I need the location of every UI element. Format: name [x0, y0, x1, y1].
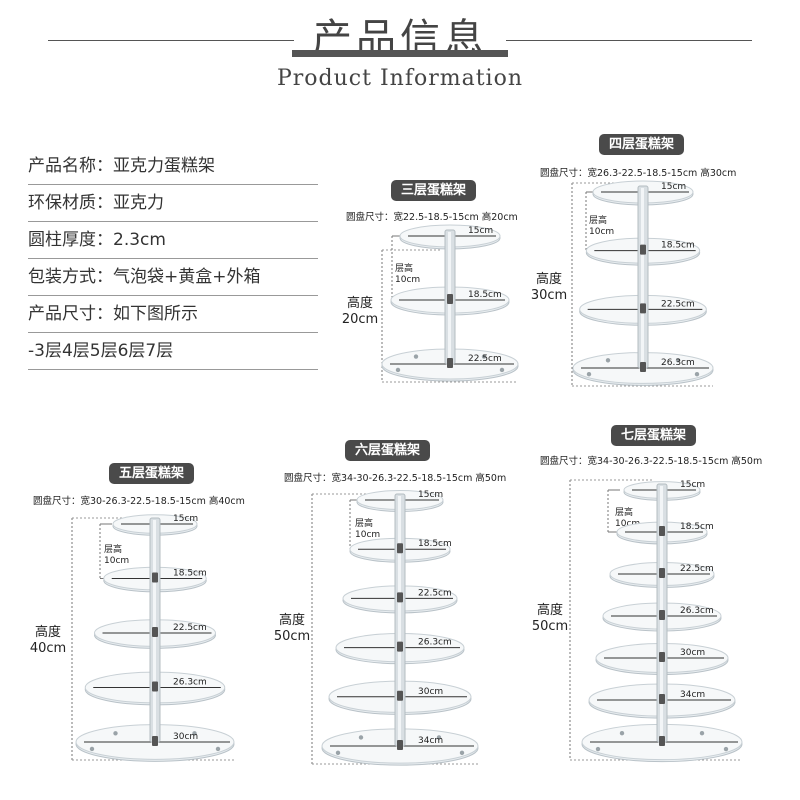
acrylic-column: [444, 229, 456, 368]
tier-size-label: 26.3cm: [418, 638, 452, 648]
height-label-word: 高度: [536, 603, 563, 618]
height-label-value: 50cm: [273, 629, 311, 644]
spec-tier-options: -3层4层5层6层7层: [28, 333, 318, 370]
layer-height-value: 10cm: [395, 275, 421, 285]
stand-7-tier-dims: 圆盘尺寸：宽34-30-26.3-22.5-18.5-15cm 高50m: [540, 456, 763, 467]
header-rule-right: [506, 40, 752, 41]
tier-size-label: 26.3cm: [661, 358, 695, 368]
height-label-value: 20cm: [341, 312, 379, 327]
layer-height-value: 10cm: [589, 227, 615, 237]
stand-3-tier-height-label: 高度 20cm: [340, 296, 380, 328]
height-label-word: 高度: [535, 272, 562, 287]
stand-7-tier-height-label: 高度 50cm: [530, 603, 570, 635]
stand-3-tier-layer-height: 层高 10cm: [395, 264, 420, 286]
stand-6-tier-height-label: 高度 50cm: [272, 613, 312, 645]
height-label-word: 高度: [346, 296, 373, 311]
title-underline: [292, 50, 508, 57]
tier-size-label: 18.5cm: [680, 522, 714, 532]
tier-size-label: 18.5cm: [173, 569, 207, 579]
stand-4-tier-tag: 四层蛋糕架: [599, 134, 685, 155]
layer-height-value: 10cm: [104, 556, 130, 566]
height-label-word: 高度: [34, 625, 61, 640]
height-label-value: 50cm: [531, 619, 569, 634]
stand-7-tier-tag: 七层蛋糕架: [611, 425, 697, 446]
spec-packaging: 包装方式：气泡袋+黄盒+外箱: [28, 259, 318, 296]
layer-height-word: 层高: [355, 519, 374, 529]
stand-6-tier-dims: 圆盘尺寸：宽34-30-26.3-22.5-18.5-15cm 高50m: [284, 473, 507, 484]
tier-size-label: 22.5cm: [680, 564, 714, 574]
layer-height-word: 层高: [589, 216, 608, 226]
tier-size-label: 22.5cm: [173, 623, 207, 633]
tier-size-label: 26.3cm: [680, 606, 714, 616]
layer-height-bracket: [607, 489, 620, 533]
tier-size-label: 15cm: [173, 514, 198, 524]
height-dimension-line: [571, 182, 713, 387]
layer-height-word: 层高: [104, 545, 123, 555]
tier-size-label: 18.5cm: [661, 241, 695, 251]
stand-4-tier-dims: 圆盘尺寸：宽26.3-22.5-18.5-15cm 高30cm: [540, 168, 737, 179]
page-subtitle: Product Information: [276, 66, 523, 91]
layer-height-value: 10cm: [355, 530, 381, 540]
spec-size: 产品尺寸：如下图所示: [28, 296, 318, 333]
acrylic-plate: 30cm: [75, 724, 235, 762]
tier-size-label: 15cm: [468, 226, 493, 236]
spec-product-name: 产品名称：亚克力蛋糕架: [28, 148, 318, 185]
tier-size-label: 22.5cm: [661, 299, 695, 309]
stand-5-tier-layer-height: 层高 10cm: [104, 545, 129, 567]
tier-size-label: 15cm: [680, 480, 705, 490]
spec-material: 环保材质：亚克力: [28, 185, 318, 222]
tier-size-label: 18.5cm: [468, 290, 502, 300]
tier-size-label: 18.5cm: [418, 539, 452, 549]
tier-size-label: 30cm: [418, 687, 443, 697]
stand-3-tier-tag: 三层蛋糕架: [391, 180, 477, 201]
acrylic-column: [149, 517, 161, 746]
tier-size-label: 30cm: [680, 648, 705, 658]
acrylic-column: [394, 493, 406, 750]
stand-3-tier-dims: 圆盘尺寸：宽22.5-18.5-15cm 高20cm: [346, 212, 518, 223]
tier-size-label: 22.5cm: [418, 588, 452, 598]
stand-7-tier-layer-height: 层高 10cm: [615, 508, 640, 530]
height-label-value: 40cm: [29, 641, 67, 656]
stand-6-tier-layer-height: 层高 10cm: [355, 519, 380, 541]
stand-4-tier-layer-height: 层高 10cm: [589, 216, 614, 238]
spec-column-thickness: 圆柱厚度：2.3cm: [28, 222, 318, 259]
header-rule-left: [48, 40, 294, 41]
layer-height-word: 层高: [615, 508, 634, 518]
tier-size-label: 22.5cm: [468, 354, 502, 364]
stand-5-tier-height-label: 高度 40cm: [28, 625, 68, 657]
tier-size-label: 30cm: [173, 732, 198, 742]
stand-6-tier-tag: 六层蛋糕架: [345, 440, 431, 461]
tier-size-label: 15cm: [661, 182, 686, 192]
acrylic-column: [637, 185, 649, 372]
stand-4-tier-height-label: 高度 30cm: [529, 272, 569, 304]
height-label-value: 30cm: [530, 288, 568, 303]
tier-size-label: 34cm: [680, 690, 705, 700]
stand-5-tier-dims: 圆盘尺寸：宽30-26.3-22.5-18.5-15cm 高40cm: [33, 496, 245, 507]
tier-size-label: 34cm: [418, 736, 443, 746]
layer-height-word: 层高: [395, 264, 414, 274]
stand-5-tier-tag: 五层蛋糕架: [109, 463, 195, 484]
height-label-word: 高度: [278, 613, 305, 628]
acrylic-column: [656, 483, 668, 746]
tier-size-label: 15cm: [418, 490, 443, 500]
tier-size-label: 26.3cm: [173, 678, 207, 688]
layer-height-value: 10cm: [615, 519, 641, 529]
